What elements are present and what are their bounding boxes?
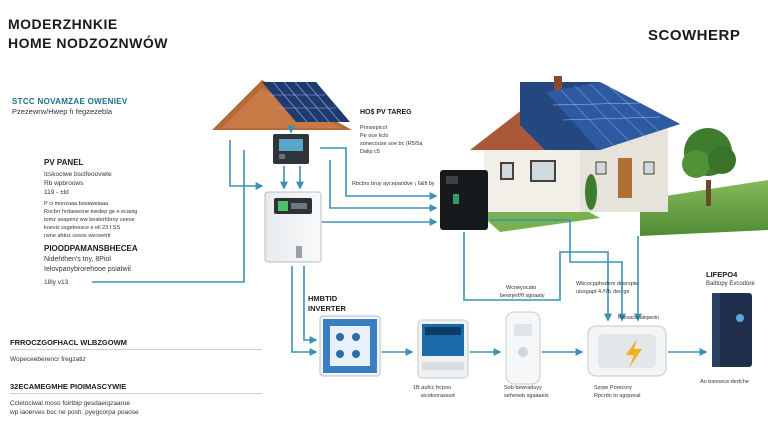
tank-label-line-1: Sob bewraduyy (504, 385, 542, 391)
inverter-label: 1B aufcc frcpoo wcotsorassod (413, 384, 455, 400)
lightning-icon (626, 339, 642, 368)
pv-panel-description: P ci monzaaa bosaweiaaa Rocbrr hrdaowsne… (44, 200, 137, 240)
wallbox-label: Wbcocpphsdem drierspte uissgapt 4↗Љ dec … (576, 280, 638, 296)
tree-icon (682, 128, 736, 206)
grey-inverter-box-icon (264, 191, 322, 263)
section-2-title: 32ECAMEGMHE PIOIMASCYWIE (10, 382, 127, 391)
battery-section-line: Nidehthen's tny, 8Piol (44, 256, 111, 263)
house-icon (470, 76, 768, 236)
battery-range: 18ly v13 (44, 279, 69, 286)
pv-desc-line: koeviz ssgetoesce e eli 23 f.SS (44, 225, 121, 231)
subtitle-teal: STCC NOVAMZAE OWENIEV (12, 97, 128, 106)
section-2-line: wp iaoerves bsc ne posh. pyegcorpa poaos… (10, 409, 139, 416)
wall-battery-unit-icon (440, 170, 488, 230)
section-1-divider (10, 349, 262, 350)
hybrid-inverter-icon (319, 315, 381, 377)
pv-desc-line: P ci monzaaa bosaweiaaa (44, 201, 109, 207)
battery-icon (712, 293, 752, 367)
hybrid-inverter-title: HMBTID (308, 294, 338, 303)
subtitle-text: Pzezewrw/Hwep fı fegzezebla (12, 107, 113, 116)
hp-line: Dalip c5 (360, 149, 380, 155)
water-heater-icon (505, 311, 541, 385)
section-2-lines: Ccletociwal moso foirtbip gesdaeiqzaaroe… (10, 399, 139, 417)
tank-label: Sob bewraduyy seheoeb sgaaaeis (504, 384, 549, 400)
pv-panel-specs: Icskoclwe bsclfeoovwte Rb wpbroows 119 -… (44, 170, 112, 197)
section-2-divider (10, 393, 262, 394)
battery-section-line: Ielovpanybrorehooe psiatwil (44, 266, 131, 273)
charge-controller-icon (273, 134, 309, 164)
hp-line: Pnnsepicol (360, 125, 387, 131)
brand-name: SCOWHERP (648, 27, 741, 44)
section-1-text: Wopeceeberencr fregzatiz (10, 356, 86, 363)
battery-section-lines: Nidehthen's tny, 8Piol Ielovpanybrorehoo… (44, 255, 131, 275)
flow-label: Rbcbrs bruy ayceparidve ¡ 6&fi by (352, 181, 435, 187)
charger-label: Szrpe Porecory Rpcrdo to ugrpzeal (594, 384, 640, 400)
wallbox-inner-label: Pinnacsn alepeoin (618, 315, 659, 321)
shrub-icon (585, 174, 597, 210)
inverter-label-line-1: 1B aufcc frcpoo (413, 385, 452, 391)
inverter-label-line-2: wcotsorassod (421, 393, 455, 399)
heater-label-line-1: Wcneyocato (506, 285, 537, 291)
wallbox-label-line-2: uissgapt 4↗Љ dec ge (576, 289, 630, 295)
hp-line: Pe oce kclo (360, 133, 389, 139)
wallbox-label-line-1: Wbcocpphsdem drierspte (576, 281, 639, 287)
section-1-title: FRROCZGOFHACL WLBZGOWM (10, 338, 127, 347)
battery-label: Ao bsnoece dertche (700, 379, 749, 385)
charger-label-line-2: Rpcrdo to ugrpzeal (594, 393, 641, 399)
inverter-display-icon (417, 319, 469, 379)
battery-section-title: PIOODPAMANSBHECEA (44, 244, 138, 253)
battery-title: LIFEPO4 (706, 270, 738, 279)
charger-icon (587, 325, 667, 377)
tank-label-line-2: seheoeb sgaaaeis (504, 393, 549, 399)
pv-panel-title: PV PANEL (44, 158, 84, 167)
page-title-line-2: HOME NODZOZNWÓW (8, 35, 168, 51)
pv-spec-line: Icskoclwe bsclfeoovwte (44, 171, 112, 178)
pv-desc-line: tomz seapenz ww beaterkbroy ceeoe (44, 217, 135, 223)
small-roof-solar-panel-icon (212, 80, 352, 130)
pv-desc-line: Rocbrr hrdaowsne toedep ge e ecaoig (44, 209, 138, 215)
hybrid-inverter-subtitle: INVERTER (308, 304, 346, 313)
pv-spec-line: Rb wpbroows (44, 180, 84, 187)
battery-subtitle: Baittopy Evcodore (706, 281, 755, 287)
pv-desc-line: rwne ahtoz cesos weceetrtr (44, 233, 111, 239)
hp-line: sonecouse soe bc (R5/5a (360, 141, 423, 147)
section-2-line: Ccletociwal moso foirtbip gesdaeiqzaaroe (10, 400, 130, 407)
pv-spec-line: 119 - ±ld (44, 189, 69, 196)
heater-label: Wcneyocato bewrjerf/fl sgoaaty (500, 284, 545, 300)
flow-arrows (92, 125, 708, 356)
page-title-line-1: MODERZHNKIE (8, 16, 118, 32)
hp-lines: Pnnsepicol Pe oce kclo sonecouse soe bc … (360, 124, 422, 156)
heater-label-line-2: bewrjerf/fl sgoaaty (500, 293, 545, 299)
charger-label-line-1: Szrpe Porecory (594, 385, 632, 391)
hp-title: HO$ PV TAREG (360, 109, 412, 116)
